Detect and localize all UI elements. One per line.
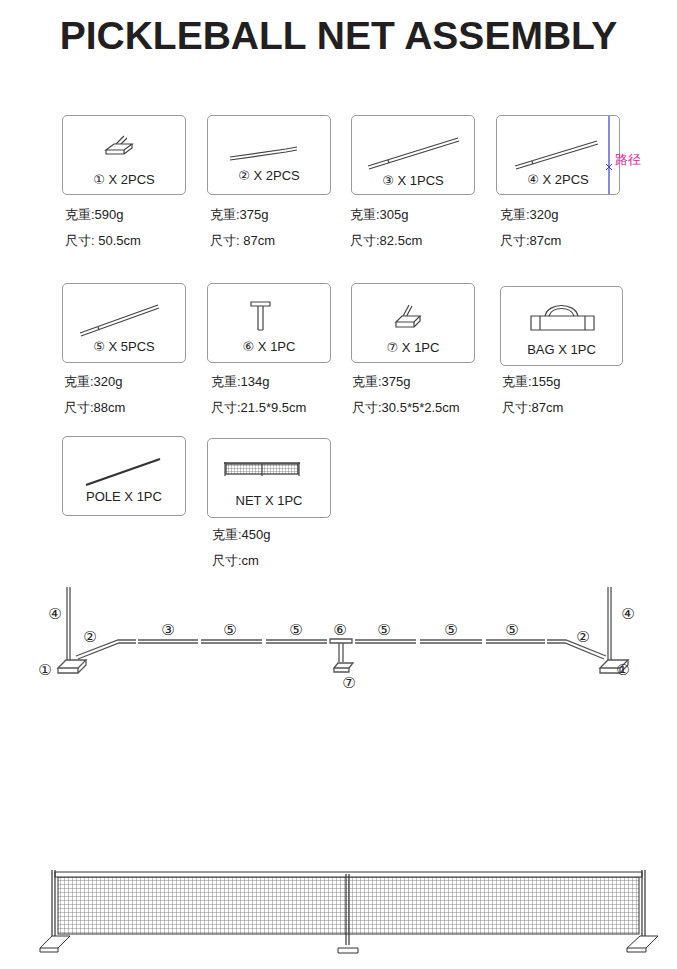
part-label: POLE X 1PC [63, 489, 185, 504]
finished-net [40, 870, 658, 953]
callout-number: ③ [161, 621, 174, 639]
spec-text: 尺寸:87cm [500, 233, 561, 249]
spec-text: 克重:590g [65, 207, 124, 223]
part-box: POLE X 1PC [62, 436, 186, 516]
page-title: PICKLEBALL NET ASSEMBLY [60, 13, 618, 60]
callout-number: ① [38, 661, 51, 679]
assembly-diagram [58, 587, 628, 673]
spec-text: 尺寸:cm [212, 553, 259, 569]
spec-text: 克重:450g [212, 527, 271, 543]
spec-text: 尺寸:88cm [64, 400, 125, 416]
part-label: ② X 2PCS [208, 168, 330, 183]
part-label: NET X 1PC [208, 493, 330, 508]
spec-text: 尺寸: 87cm [210, 233, 275, 249]
part-box: BAG X 1PC [500, 286, 623, 366]
part-icons [80, 136, 598, 485]
callout-number: ⑤ [377, 621, 390, 639]
part-label: ④ X 2PCS [497, 172, 619, 187]
spec-text: 克重:155g [502, 374, 561, 390]
spec-text: 尺寸:30.5*5*2.5cm [352, 400, 460, 416]
callout-number: ② [576, 628, 589, 646]
callout-number: ⑦ [342, 674, 355, 692]
spec-text: 克重:305g [350, 207, 409, 223]
callout-number: ④ [621, 605, 634, 623]
spec-text: 克重:320g [64, 374, 123, 390]
callout-number: ⑤ [223, 621, 236, 639]
part-box: ② X 2PCS [207, 115, 331, 195]
callout-number: ② [83, 628, 96, 646]
part-label: BAG X 1PC [501, 342, 622, 357]
part-box: ⑤ X 5PCS [62, 283, 186, 363]
part-label: ⑦ X 1PC [352, 340, 474, 355]
callout-number: ① [616, 661, 629, 679]
callout-number: ④ [48, 605, 61, 623]
spec-text: 克重:134g [211, 374, 270, 390]
part-box: NET X 1PC [207, 438, 331, 518]
path-note: 路径 [615, 152, 641, 168]
spec-text: 克重:375g [210, 207, 269, 223]
callout-number: ⑤ [505, 621, 518, 639]
spec-text: 尺寸:21.5*9.5cm [211, 400, 306, 416]
part-box: ③ X 1PCS [351, 115, 475, 195]
part-label: ⑥ X 1PC [208, 339, 330, 354]
callout-number: ⑥ [333, 621, 346, 639]
spec-text: 尺寸:87cm [502, 400, 563, 416]
spec-text: 尺寸: 50.5cm [65, 233, 141, 249]
part-box: ⑥ X 1PC [207, 283, 331, 363]
part-label: ① X 2PCS [63, 172, 185, 187]
part-box: ④ X 2PCS [496, 115, 620, 195]
path-annotation [606, 116, 612, 194]
spec-text: 克重:375g [352, 374, 411, 390]
callout-number: ⑤ [289, 621, 302, 639]
callout-number: ⑤ [444, 621, 457, 639]
spec-text: 克重:320g [500, 207, 559, 223]
spec-text: 尺寸:82.5cm [350, 233, 422, 249]
part-label: ⑤ X 5PCS [63, 339, 185, 354]
part-box: ① X 2PCS [62, 115, 186, 195]
part-label: ③ X 1PCS [352, 173, 474, 188]
part-box: ⑦ X 1PC [351, 283, 475, 363]
